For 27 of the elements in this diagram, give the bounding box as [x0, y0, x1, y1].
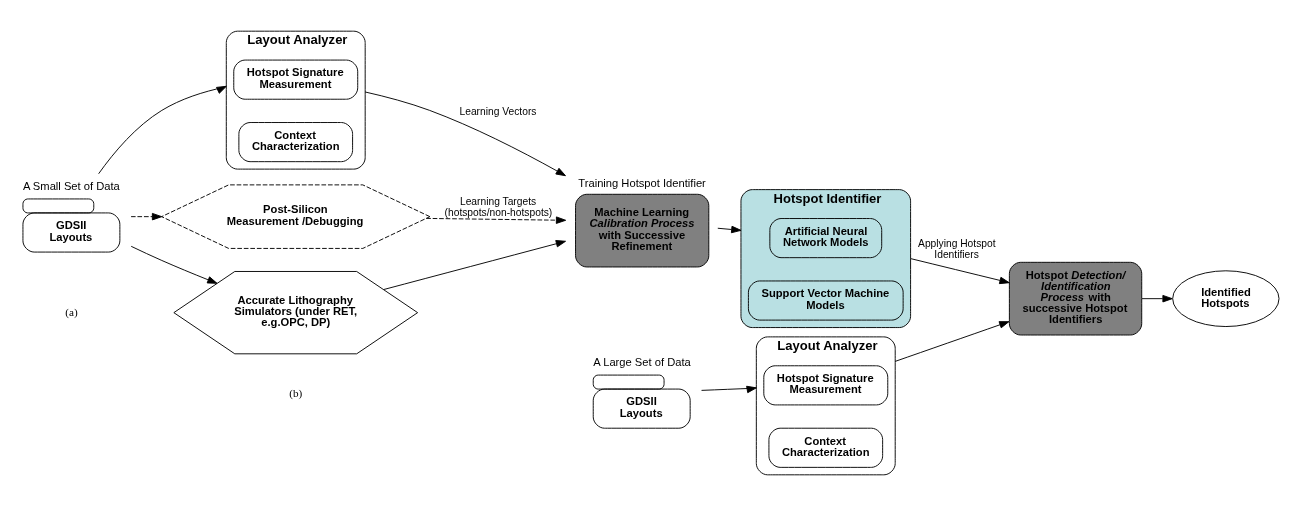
arrow	[701, 385, 757, 394]
node-box: Hotspot Detection/ Identification Process with successive Hotspot Identifiers	[1008, 261, 1143, 336]
arrow	[364, 91, 566, 177]
edge-label: Learning Vectors	[459, 105, 537, 117]
node-label: A Small Set of Data	[22, 180, 120, 193]
arrow	[425, 216, 567, 224]
arrow	[1141, 294, 1173, 303]
arrow	[130, 245, 218, 284]
node-label: A Large Set of Data	[593, 356, 691, 369]
node-box: Support Vector Machine Models	[747, 280, 904, 321]
arrow	[894, 321, 1010, 362]
node-label: Training Hotspot Identifier	[578, 177, 706, 190]
label: (b)	[289, 386, 303, 399]
node-box: Artificial Neural Network Models	[769, 218, 883, 259]
arrow	[910, 258, 1010, 285]
node-ellipse: Identified Hotspots	[1172, 270, 1280, 327]
edge-label: Learning Targets (hotspots/non-hotspots)	[444, 196, 553, 219]
node-box: Context Characterization	[238, 122, 354, 163]
arrow	[383, 240, 567, 290]
arrow	[130, 212, 163, 221]
arrow	[717, 225, 742, 234]
node-box: Context Characterization	[768, 427, 884, 468]
node-box: Hotspot Signature Measurement	[233, 59, 359, 100]
label: (a)	[65, 305, 78, 318]
node-box: Hotspot Signature Measurement	[763, 365, 889, 406]
edge-label: Applying Hotspot Identifiers	[918, 238, 996, 261]
arrow	[98, 85, 227, 175]
